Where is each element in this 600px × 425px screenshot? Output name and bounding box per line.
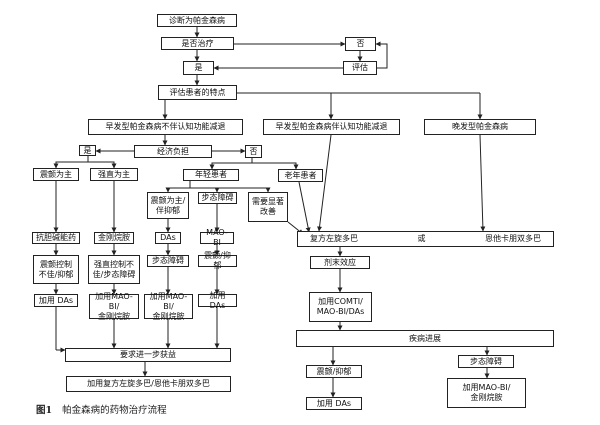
add-levodopa-entacapone-box: 加用复方左旋多巴/恩他卡朋双多巴 <box>66 376 231 392</box>
add-mao-bi-amantadine-box-2: 加用MAO-BI/ 金刚烷胺 <box>144 292 193 321</box>
mao-bi-box: MAO-BI <box>200 228 234 247</box>
further-benefit-box: 要求进一步获益 <box>65 348 231 362</box>
no-box-2: 否 <box>245 145 262 158</box>
or-label: 或 <box>417 234 426 243</box>
economic-burden-box: 经济负担 <box>134 145 212 158</box>
significant-improvement-box: 需要显著 改善 <box>248 192 288 222</box>
gait-disorder-box-3: 步态障碍 <box>458 355 514 368</box>
assess-features-box: 评估患者的特点 <box>158 85 237 100</box>
young-patient-box: 年轻患者 <box>183 169 239 181</box>
entacapone-levodopa-label: 恩他卡朋双多巴 <box>485 234 541 243</box>
figure-title: 帕金森病的药物治疗流程 <box>62 405 167 416</box>
evaluate-box: 评估 <box>343 61 377 75</box>
add-comti-box: 加用COMTI/ MAO-BI/DAs <box>309 292 372 322</box>
add-mao-bi-amantadine-box-3: 加用MAO-BI/ 金刚烷胺 <box>447 378 526 408</box>
tremor-depression-box: 震颤/抑郁 <box>198 251 237 270</box>
elderly-patient-box: 老年患者 <box>278 169 323 182</box>
gait-disorder-box-2: 步态障碍 <box>147 255 189 267</box>
gait-disorder-box: 步态障碍 <box>198 192 237 204</box>
yes-box-2: 是 <box>79 145 96 156</box>
levodopa-label: 复方左旋多巴 <box>310 234 358 243</box>
early-onset-with-cognitive-decline-box: 早发型帕金森病伴认知功能减退 <box>263 119 400 135</box>
add-das-box-2: 加用 DAs <box>198 291 237 310</box>
das-box: DAs <box>155 232 181 244</box>
late-onset-box: 晚发型帕金森病 <box>424 119 536 135</box>
disease-progression-box: 疾病进展 <box>296 330 554 347</box>
add-das-box: 加用 DAs <box>34 294 78 307</box>
figure-number: 图1 <box>36 405 53 416</box>
tremor-control-poor-box: 震颤控制 不佳/抑郁 <box>33 255 79 284</box>
add-das-box-3: 加用 DAs <box>306 397 362 410</box>
rigidity-control-poor-box: 强直控制不 佳/步态障碍 <box>88 255 140 284</box>
tremor-depression-box-2: 震颤/抑郁 <box>306 365 362 378</box>
anticholinergic-box: 抗胆碱能药 <box>32 232 80 244</box>
wearing-off-box: 剂末效应 <box>310 256 370 269</box>
diagnosis-box: 诊断为帕金森病 <box>157 14 237 27</box>
treatment-decision-box: 是否治疗 <box>161 37 234 50</box>
rigidity-dominant-box: 强直为主 <box>90 168 138 181</box>
yes-box: 是 <box>183 61 214 75</box>
amantadine-box: 金刚烷胺 <box>94 232 134 244</box>
tremor-dominant-box: 震颤为主 <box>33 168 79 181</box>
levodopa-or-entacapone-box: 复方左旋多巴 或 恩他卡朋双多巴 <box>297 231 554 247</box>
no-box: 否 <box>345 37 376 51</box>
figure-caption: 图1 帕金森病的药物治疗流程 <box>36 402 167 416</box>
add-mao-bi-amantadine-box: 加用MAO-BI/ 金刚烷胺 <box>89 292 139 321</box>
tremor-with-depression-box: 震颤为主/ 伴抑郁 <box>147 192 189 219</box>
early-onset-no-cognitive-decline-box: 早发型帕金森病不伴认知功能减退 <box>88 119 243 135</box>
